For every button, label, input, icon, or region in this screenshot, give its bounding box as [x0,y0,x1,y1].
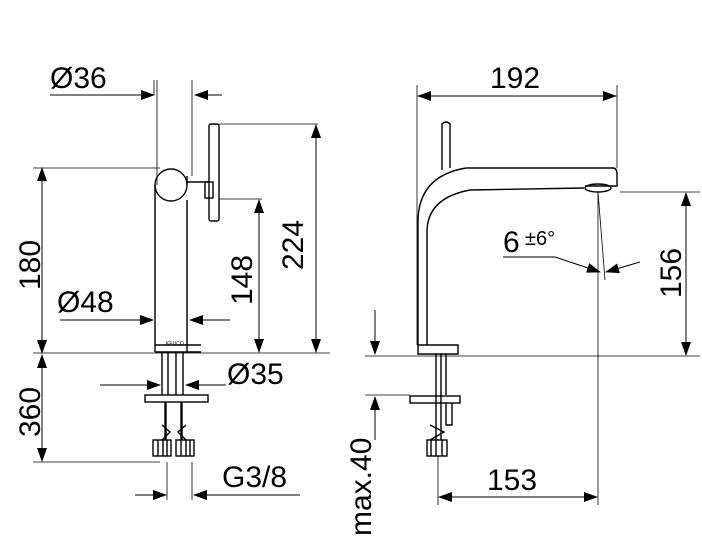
dim-label-153: 153 [487,464,537,497]
dim-height-224: 224 [277,124,321,353]
dim-label-g38: G3/8 [222,461,287,494]
dim-diameter-36: Ø36 [50,62,222,100]
dim-label-d36: Ø36 [50,62,107,95]
side-faucet-body [409,121,618,457]
side-extension-lines [365,85,700,505]
dim-length-360: 360 [14,354,47,462]
side-view: 192 6 ±6° 156 max.40 153 [345,62,700,536]
dim-height-148: 148 [226,199,264,353]
dim-label-156: 156 [655,248,688,298]
dim-diameter-35: Ø35 [100,358,284,391]
front-extension-lines [33,80,330,500]
dim-angle: 6 ±6° [503,226,641,274]
dim-label-148: 148 [226,255,259,305]
dim-reach-192: 192 [417,62,617,101]
dim-label-192: 192 [490,62,540,95]
front-faucet-body [144,123,220,457]
dim-label-224: 224 [277,220,310,270]
brand-mark: KEUCO [166,341,184,347]
dim-label-d48: Ø48 [57,286,114,319]
dim-label-180: 180 [14,240,47,290]
dim-thread-g38: G3/8 [135,461,300,500]
dim-label-360: 360 [14,387,47,437]
dim-projection-153: 153 [438,464,598,502]
dim-height-180: 180 [14,167,47,354]
dim-label-d35: Ø35 [227,358,284,391]
dim-diameter-48: Ø48 [57,286,230,325]
dim-label-max40: max.40 [345,438,378,536]
dim-max-40: max.40 [345,310,380,536]
dim-label-angle-tolerance: ±6° [525,228,555,250]
dim-label-angle: 6 [503,226,520,259]
front-view: KEUCO Ø36 180 [14,62,330,500]
dim-height-156: 156 [655,192,691,356]
